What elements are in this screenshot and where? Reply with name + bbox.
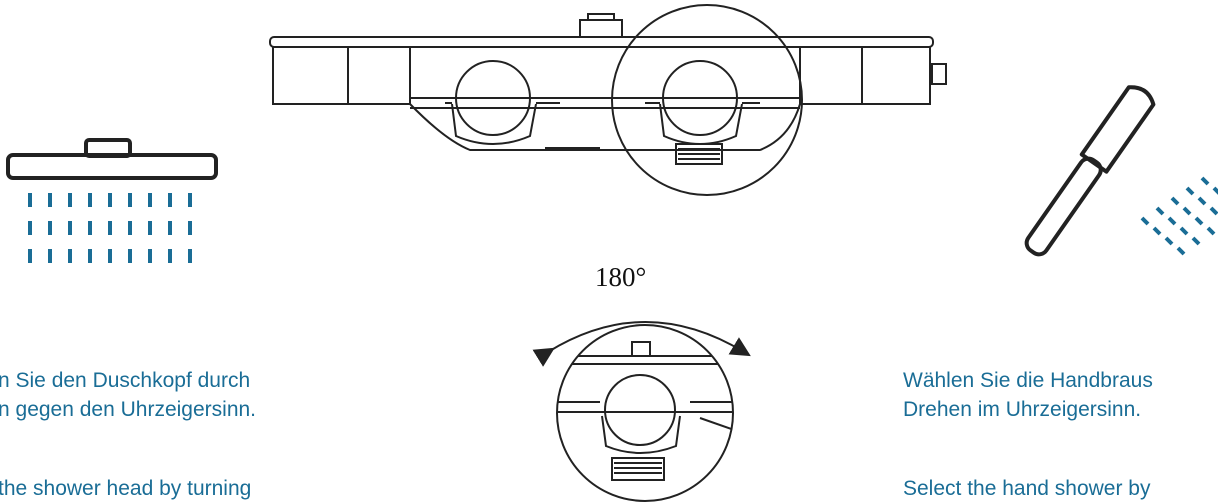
spray-drop — [1170, 196, 1180, 206]
right-instruction-de-line2: Drehen im Uhrzeigersinn. — [903, 398, 1142, 421]
spray-drop — [1212, 186, 1218, 195]
left-instruction-de-line1: n Sie den Duschkopf durch — [0, 369, 251, 392]
spray-drop — [1194, 216, 1204, 226]
spray-drop — [1185, 186, 1195, 196]
left-instruction-en-line1: the shower head by turning — [0, 477, 252, 500]
mixer-top-view-diagram — [269, 4, 947, 196]
spray-drop — [1155, 206, 1165, 216]
spray-drop — [1176, 246, 1186, 256]
spray-drop — [1140, 216, 1150, 226]
spray-drop — [1152, 226, 1162, 236]
right-instruction-de-line1: Wählen Sie die Handbraus — [903, 369, 1153, 392]
overhead-shower-icon — [6, 138, 218, 263]
spray-drop — [1179, 226, 1189, 236]
spray-drop — [1191, 236, 1201, 246]
right-instruction-en-line1: Select the hand shower by — [903, 477, 1151, 500]
spray-drop — [1164, 236, 1174, 246]
rotation-arrow — [532, 321, 751, 367]
spray-drop — [1197, 196, 1207, 206]
spray-drop — [1209, 206, 1218, 216]
rotation-angle-label: 180° — [595, 262, 647, 292]
left-instruction-de-line2: n gegen den Uhrzeigersinn. — [0, 398, 257, 421]
spray-drop — [1167, 216, 1177, 226]
spray-drop — [1200, 176, 1210, 186]
spray-drop — [1206, 226, 1216, 236]
spray-drop — [1182, 206, 1192, 216]
hand-shower-icon — [1024, 85, 1218, 257]
